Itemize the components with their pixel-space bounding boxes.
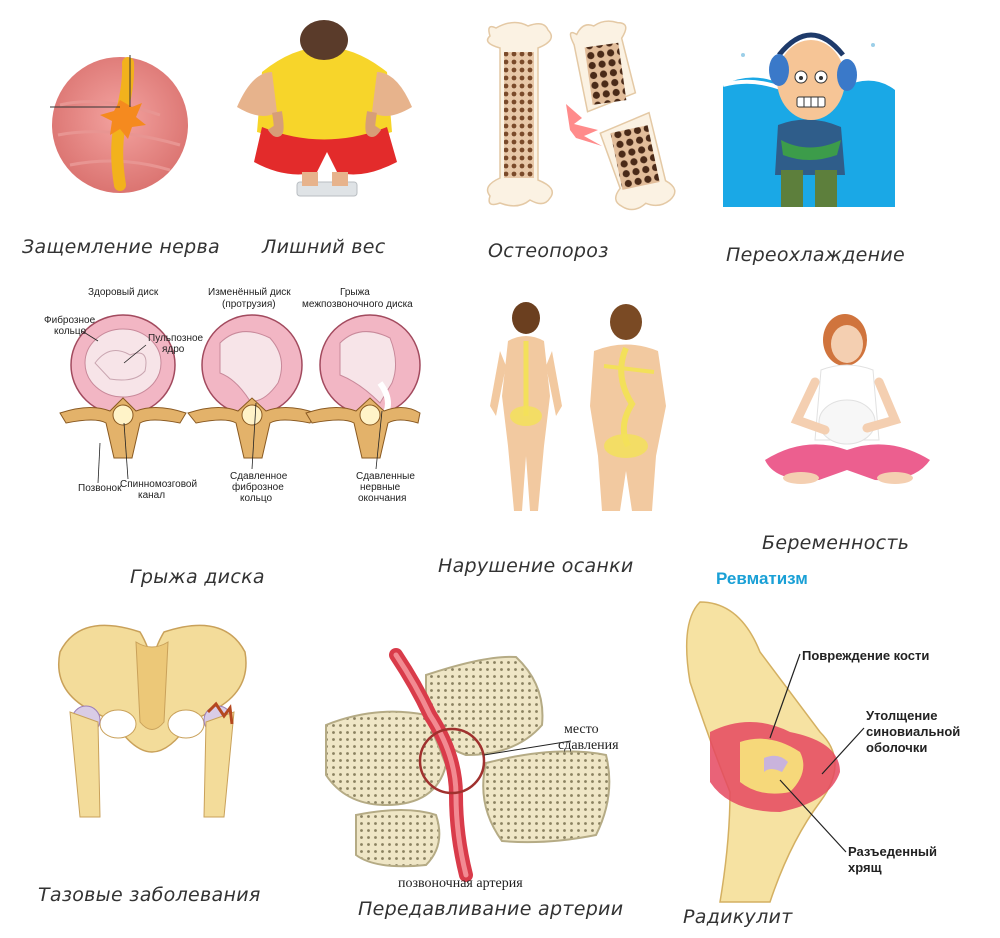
label-compressed-ring: Сдавленное [230,471,288,482]
label-compression-place-2: сдавления [558,738,619,753]
label-pulpous: Пульпозное [148,333,204,344]
label-thickening-3: оболочки [866,740,927,755]
caption-artery: Передавливание артерии [358,898,624,920]
herniated-disc [305,314,421,459]
osteoporosis-illustration [478,18,676,213]
label-vertebral-artery: позвоночная артерия [398,876,523,891]
artery-compression-diagram: место сдавления позвоночная артерия [316,645,646,891]
girl-back-figure [590,304,666,511]
disc-hernia-diagram: Здоровый диск Изменённый диск (протрузия… [40,283,425,523]
label-compressed-nerves: Сдавленные [356,471,415,482]
changed-disc [187,314,317,459]
caption-pregnancy: Беременность [762,532,910,554]
label-thickening-2: синовиальной [866,724,960,739]
label-thickening: Утолщение [866,708,937,723]
label-hernia: Грыжа [340,287,370,298]
caption-posture: Нарушение осанки [438,555,634,577]
label-fibrous-ring-2: кольцо [54,326,86,337]
label-compressed-ring-2: фиброзное [232,481,284,493]
label-eroded-cartilage-2: хрящ [848,860,882,875]
overweight-illustration [232,12,417,202]
label-bone-damage: Повреждение кости [802,648,929,663]
label-spinal-canal: Спинномозговой [120,479,197,490]
caption-disc-hernia: Грыжа диска [130,566,265,588]
label-compressed-nerves-3: окончания [358,493,406,504]
label-changed-disc: Изменённый диск [208,287,291,298]
pinched-nerve-illustration [40,45,200,205]
label-compression-place: место [564,722,599,737]
caption-overweight: Лишний вес [262,236,386,258]
label-healthy-disc: Здоровый диск [88,287,159,298]
rheumatism-title: Ревматизм [716,569,808,588]
hypothermia-illustration [722,15,895,207]
label-changed-disc-sub: (протрузия) [222,299,276,310]
label-fibrous-ring: Фиброзное [44,314,96,326]
caption-hypothermia: Переохлаждение [726,244,905,266]
caption-pinched-nerve: Защемление нерва [22,236,220,258]
posture-illustration [486,296,681,516]
label-compressed-ring-3: кольцо [240,493,272,504]
label-compressed-nerves-2: нервные [360,482,401,493]
label-hernia-sub: межпозвоночного диска [302,299,413,310]
caption-pelvic: Тазовые заболевания [38,884,261,906]
label-eroded-cartilage: Разъеденный [848,844,937,859]
rheumatism-diagram: Ревматизм Повреждение кости Утолщение си… [670,562,990,903]
caption-radiculitis: Радикулит [683,906,793,928]
label-spinal-canal-2: канал [138,490,165,501]
caption-osteoporosis: Остеопороз [488,240,609,262]
label-pulpous-2: ядро [162,344,185,355]
pregnancy-illustration [755,310,935,492]
pelvic-illustration [40,612,265,818]
label-vertebra: Позвонок [78,483,122,494]
child-back-figure [490,302,562,511]
